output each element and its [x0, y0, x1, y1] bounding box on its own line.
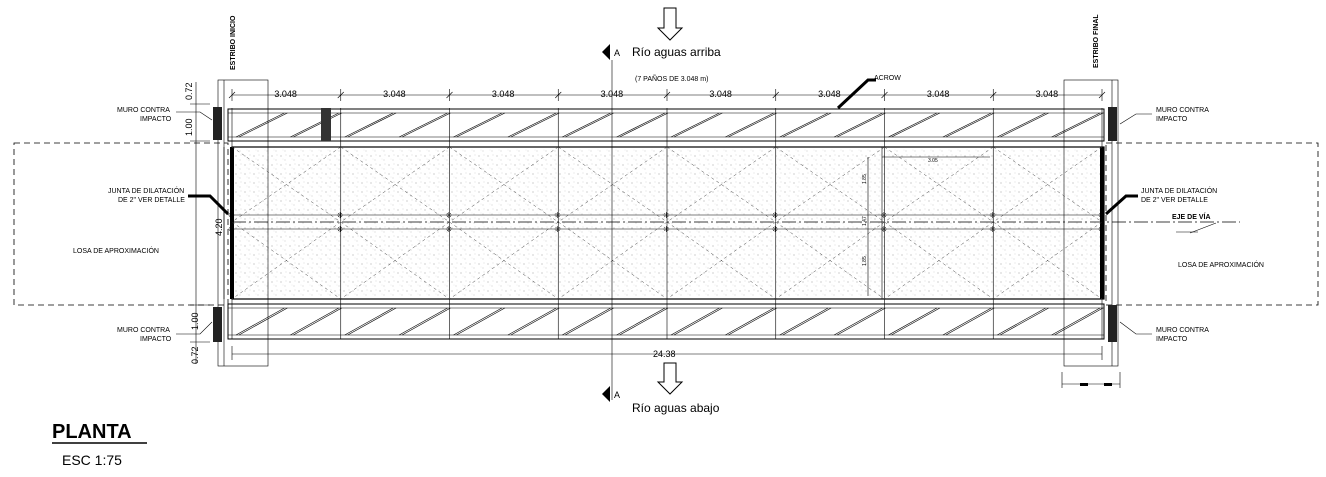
approach-right-label: LOSA DE APROXIMACIÓN — [1178, 260, 1264, 269]
acrow-leader — [836, 78, 876, 110]
joint-right-label-2: DE 2" VER DETALLE — [1141, 197, 1208, 204]
svg-text:⁜: ⁜ — [772, 211, 779, 220]
wall-right-bottom-label-2: IMPACTO — [1156, 336, 1188, 343]
approach-slab-right — [1105, 142, 1319, 306]
deck-width-label: 4.20 — [214, 218, 224, 236]
svg-text:⁜: ⁜ — [989, 225, 996, 234]
road-axis-arrow — [1189, 222, 1217, 234]
left-dimension-lines — [190, 82, 225, 364]
svg-text:⁜: ⁜ — [881, 211, 888, 220]
upstream-label: Río aguas arriba — [632, 45, 721, 59]
dim-bottom-2: 0.72 — [190, 346, 200, 364]
panel-length-1: 3.048 — [274, 89, 297, 99]
wall-right-bottom-label-1: MURO CONTRA — [1156, 327, 1209, 334]
impact-wall-right-top — [1108, 107, 1117, 141]
inner-v3-dim: 1.85 — [862, 256, 868, 266]
section-mark-top — [602, 44, 610, 60]
svg-text:⁜: ⁜ — [772, 225, 779, 234]
acrow-panel-marker — [321, 108, 331, 141]
panel-length-4: 3.048 — [601, 89, 624, 99]
inner-h-dim: 3.05 — [928, 158, 938, 164]
downstream-label: Río aguas abajo — [632, 401, 720, 415]
svg-text:⁜: ⁜ — [337, 225, 344, 234]
joint-right-leader — [1104, 194, 1138, 216]
svg-text:⁜: ⁜ — [554, 211, 561, 220]
inner-dimensions — [867, 147, 990, 299]
wall-right-top-leader — [1119, 113, 1152, 125]
joint-left-label-2: DE 2" VER DETALLE — [118, 197, 185, 204]
svg-text:⁜: ⁜ — [881, 225, 888, 234]
joint-left-leader — [188, 194, 230, 216]
wall-left-bottom-label-1: MURO CONTRA — [117, 327, 170, 334]
svg-text:⁜: ⁜ — [228, 225, 235, 234]
flow-arrow-bottom — [656, 362, 684, 395]
section-label-top: A — [614, 48, 620, 58]
panel-length-8: 3.048 — [1036, 89, 1059, 99]
panel-length-5: 3.048 — [709, 89, 732, 99]
acrow-label: ACROW — [874, 75, 901, 82]
svg-text:⁜: ⁜ — [663, 225, 670, 234]
deck-panel-grid: ⁜ ⁜ ⁜ ⁜ ⁜ ⁜ ⁜ ⁜ ⁜ ⁜ ⁜ ⁜ ⁜ ⁜ ⁜ ⁜ ⁜ ⁜ — [228, 108, 1105, 339]
joint-left-label-1: JUNTA DE DILATACIÓN — [108, 186, 184, 195]
wall-right-bottom-leader — [1119, 321, 1152, 335]
svg-text:⁜: ⁜ — [1098, 211, 1105, 220]
joint-right-label-1: JUNTA DE DILATACIÓN — [1141, 186, 1217, 195]
approach-slab-left — [13, 142, 229, 306]
section-mark-bottom — [602, 386, 610, 402]
drawing-title: PLANTA — [52, 421, 132, 443]
approach-left-label: LOSA DE APROXIMACIÓN — [73, 246, 159, 255]
flow-arrow-top — [656, 7, 684, 41]
wall-right-top-label-2: IMPACTO — [1156, 116, 1188, 123]
dim-top-2: 1.00 — [184, 118, 194, 136]
svg-text:⁜: ⁜ — [228, 211, 235, 220]
truss-top — [227, 108, 1105, 142]
total-length-label: 24.38 — [653, 349, 676, 359]
panels-note: (7 PAÑOS DE 3.048 m) — [635, 74, 708, 83]
panel-length-2: 3.048 — [383, 89, 406, 99]
wall-right-top-label-1: MURO CONTRA — [1156, 107, 1209, 114]
svg-text:⁜: ⁜ — [1098, 225, 1105, 234]
wall-left-top-label-1: MURO CONTRA — [117, 107, 170, 114]
svg-text:⁜: ⁜ — [663, 211, 670, 220]
svg-text:⁜: ⁜ — [446, 225, 453, 234]
dim-bottom-1: 1.00 — [190, 312, 200, 330]
panel-length-7: 3.048 — [927, 89, 950, 99]
wall-left-top-leader — [176, 111, 213, 121]
dim-top-1: 0.72 — [184, 82, 194, 100]
panel-length-3: 3.048 — [492, 89, 515, 99]
svg-text:⁜: ⁜ — [446, 211, 453, 220]
top-dimension-line — [228, 89, 1106, 101]
panel-length-6: 3.048 — [818, 89, 841, 99]
inner-v2-dim: 1.47 — [862, 216, 868, 226]
wall-left-bottom-leader — [176, 321, 213, 335]
abutment-start-label: ESTRIBO INICIO — [230, 15, 237, 70]
svg-text:⁜: ⁜ — [337, 211, 344, 220]
truss-bottom — [227, 303, 1105, 340]
inner-v1-dim: 1.85 — [862, 174, 868, 184]
impact-wall-left-top — [213, 107, 222, 140]
section-label-bottom: A — [614, 390, 620, 400]
drawing-scale: ESC 1:75 — [62, 452, 122, 468]
svg-text:⁜: ⁜ — [989, 211, 996, 220]
overall-dimension-line — [231, 346, 1103, 360]
wall-left-top-label-2: IMPACTO — [140, 116, 172, 123]
impact-wall-left-bottom — [213, 307, 222, 342]
wall-left-bottom-label-2: IMPACTO — [140, 336, 172, 343]
svg-text:⁜: ⁜ — [554, 225, 561, 234]
scale-bar — [1061, 372, 1121, 388]
impact-wall-right-bottom — [1108, 305, 1117, 342]
panel-length-labels: 3.048 3.048 3.048 3.048 3.048 3.048 3.048 3.048 — [274, 89, 1058, 99]
road-axis-label: EJE DE VÍA — [1172, 212, 1211, 221]
abutment-end-label: ESTRIBO FINAL — [1093, 14, 1100, 68]
